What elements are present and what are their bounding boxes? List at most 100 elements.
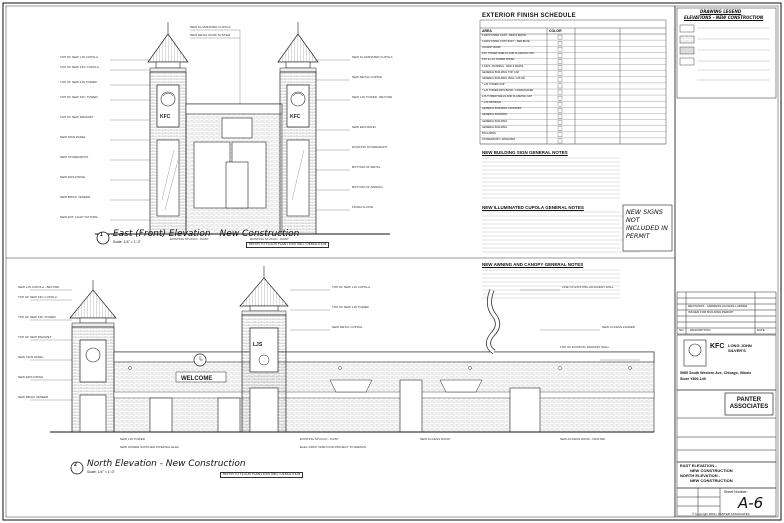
- copyright: © Copyright 2003 • PANTER ASSOCIATES: [692, 512, 750, 516]
- schedule-row: KFC TOWER SHELLS AND FLASHING CAP: [482, 52, 534, 56]
- finish-schedule-table: [479, 19, 667, 145]
- sheet-title-3: NORTH ELEVATION -: [680, 473, 721, 478]
- svg-text:NEW EIFS FINISH: NEW EIFS FINISH: [60, 175, 85, 179]
- schedule-color-swatch: [557, 53, 563, 58]
- schedule-row: BOLLARDS: [482, 131, 496, 135]
- schedule-color-swatch: [557, 77, 563, 83]
- schedule-color-swatch: [557, 83, 563, 89]
- svg-text:NEW LJS TOWER: NEW LJS TOWER: [120, 437, 146, 441]
- svg-text:TOP OF NEW LJS CUPOLA: TOP OF NEW LJS CUPOLA: [60, 55, 98, 59]
- schedule-color-swatch: [557, 114, 563, 119]
- svg-text:NEW LJS CUPOLA - BEYOND: NEW LJS CUPOLA - BEYOND: [18, 285, 60, 289]
- schedule-row: 1 EIFS FINISH COAT SOFT - RED BLUE: [482, 40, 530, 44]
- svg-text:TOP OF NEW KFC TOWER: TOP OF NEW KFC TOWER: [18, 315, 56, 319]
- svg-text:NEW SIGN PANEL: NEW SIGN PANEL: [18, 355, 44, 359]
- svg-text:NEW ACCESS DOOR - PAINTED: NEW ACCESS DOOR - PAINTED: [560, 437, 606, 441]
- rev-row-2: ISSUED FOR BUILDING PERMIT: [688, 310, 734, 314]
- svg-text:EXISTING STOREFRONT: EXISTING STOREFRONT: [352, 145, 388, 149]
- rev-header-no: NO.: [679, 328, 685, 332]
- schedule-color-swatch: [557, 89, 563, 95]
- address-line-1: 5985 South Western Ave, Chicago, Illinoi…: [680, 371, 752, 375]
- svg-text:LINE OF EXISTING ADJACENT WALL: LINE OF EXISTING ADJACENT WALL: [562, 285, 614, 289]
- svg-text:NEW BRICK VENEER: NEW BRICK VENEER: [60, 195, 91, 199]
- address-line-2: Store Y800-149: [680, 377, 706, 381]
- rev-row-1: REVISIONS - ADDRESS ACCESS LADDER: [688, 304, 748, 308]
- legend-subtitle: ELEVATIONS - NEW CONSTRUCTION: [684, 15, 764, 20]
- svg-text:NEW OWNER SUPPLIED INTERNAL EL: NEW OWNER SUPPLIED INTERNAL ELEC: [120, 445, 180, 449]
- svg-text:NEW EXT. LIGHT FIXTURE: NEW EXT. LIGHT FIXTURE: [60, 215, 97, 219]
- north-elevation: WELCOME LJS: [18, 266, 655, 475]
- svg-text:TOP OF NEW PARAPET: TOP OF NEW PARAPET: [60, 115, 94, 119]
- schedule-color-swatch: [557, 120, 563, 125]
- svg-text:TOP OF NEW PARAPET: TOP OF NEW PARAPET: [18, 335, 52, 339]
- svg-text:KFC: KFC: [160, 114, 171, 120]
- schedule-row: * LJS AWNINGS: [482, 101, 502, 105]
- schedule-row: * LJS TOWER EIFS BAND / CORRUGATED: [482, 89, 534, 92]
- svg-text:BOTTOM OF METAL: BOTTOM OF METAL: [352, 165, 381, 169]
- svg-text:EXISTING STUCCO - PAINT: EXISTING STUCCO - PAINT: [300, 437, 339, 441]
- sheet-number-label: Sheet Number:: [724, 490, 748, 494]
- schedule-row: GENERAL BUILDING: [482, 113, 508, 117]
- permit-note-stamp: NEW SIGNS NOT INCLUDED IN PERMIT: [626, 208, 668, 240]
- schedule-row: * LJS TOWER CAP: [482, 82, 505, 86]
- schedule-row: GENERAL BUILDING CANOPIES: [482, 107, 522, 111]
- svg-text:NEW STOREFRONT: NEW STOREFRONT: [60, 155, 89, 159]
- svg-text:EXISTING STUCCO - PAINT: EXISTING STUCCO - PAINT: [250, 237, 289, 241]
- schedule-color-swatch: [557, 108, 563, 113]
- svg-text:NEW ACCESS LADDER: NEW ACCESS LADDER: [602, 325, 636, 329]
- schedule-color-swatch: [557, 132, 563, 138]
- schedule-row: KFC & LJS TOWER FINISH: [482, 58, 515, 62]
- svg-text:ELEC DROP OPEN FOR PROJECT TO: ELEC DROP OPEN FOR PROJECT TO REMAIN: [300, 445, 366, 449]
- building-sign-notes-title: NEW BUILDING SIGN GENERAL NOTES: [482, 150, 568, 155]
- schedule-color-swatch: [557, 65, 563, 70]
- awning-notes-title: NEW AWNING AND CANOPY GENERAL NOTES: [482, 262, 584, 267]
- schedule-title: EXTERIOR FINISH SCHEDULE: [482, 13, 576, 19]
- schedule-color-swatch: [557, 47, 563, 52]
- schedule-row: GENERAL BUILDING: [482, 119, 508, 123]
- schedule-row: 1 EIFS - BANDING - RED & WHITE: [482, 64, 524, 68]
- schedule-color-swatch: [557, 102, 563, 107]
- schedule-row: GENERAL BUILDING: [482, 125, 508, 129]
- schedule-color-swatch: [557, 126, 563, 131]
- schedule-row: LJS TOWER WALLS AND FLASHING CAP: [482, 95, 532, 99]
- schedule-color-swatch: [557, 138, 563, 144]
- svg-text:TOP OF NEW KFC TOWER: TOP OF NEW KFC TOWER: [60, 95, 98, 99]
- sheet-title-2: NEW CONSTRUCTION: [690, 468, 733, 473]
- svg-text:BOTTOM OF AWNING: BOTTOM OF AWNING: [352, 185, 383, 189]
- schedule-color-swatch: [557, 40, 563, 46]
- svg-text:NEW EIFS FINISH: NEW EIFS FINISH: [18, 375, 43, 379]
- svg-text:TOP OF EXISTING PARAPET WALL: TOP OF EXISTING PARAPET WALL: [560, 345, 610, 349]
- sheet-title-1: EAST ELEVATION -: [680, 463, 717, 468]
- sheet-number: A-6: [738, 494, 764, 512]
- svg-text:NEW LJS TOWER - BEYOND: NEW LJS TOWER - BEYOND: [352, 95, 393, 99]
- svg-text:TOP OF NEW KFC CUPOLA: TOP OF NEW KFC CUPOLA: [18, 295, 57, 299]
- svg-text:WELCOME: WELCOME: [181, 376, 212, 382]
- schedule-color-swatch: [557, 71, 563, 76]
- svg-text:TOP OF NEW LJS TOWER: TOP OF NEW LJS TOWER: [332, 305, 370, 309]
- svg-text:NEW EIFS BAND: NEW EIFS BAND: [352, 125, 377, 129]
- svg-text:LJS: LJS: [253, 342, 263, 348]
- schedule-row: GENERAL BUILDING WALL COLOR: [482, 76, 525, 80]
- svg-text:NEW SIGN PANEL: NEW SIGN PANEL: [60, 135, 86, 139]
- svg-text:NEW METAL COPING: NEW METAL COPING: [332, 325, 363, 329]
- schedule-row: GENERAL BUILDING TOP CAP: [482, 70, 520, 74]
- schedule-color-swatch: [557, 59, 563, 64]
- rev-header-date: DATE: [757, 328, 765, 332]
- svg-text:NEW BRICK VENEER: NEW BRICK VENEER: [18, 395, 49, 399]
- brand-ljs: LONG JOHN SILVER'S: [728, 343, 752, 353]
- svg-text:NEW METAL COPING: NEW METAL COPING: [352, 75, 383, 79]
- sheet-title-4: NEW CONSTRUCTION: [690, 478, 733, 483]
- schedule-header-area: AREA: [482, 29, 492, 33]
- firm-logo: PANTER ASSOCIATES: [729, 397, 769, 411]
- cupola-notes-title: NEW ILLUMINATED CUPOLA GENERAL NOTES: [482, 205, 584, 210]
- svg-text:FINISH FLOOR: FINISH FLOOR: [352, 205, 374, 209]
- legend-title: DRAWING LEGEND: [700, 9, 742, 14]
- schedule-color-swatch: [557, 34, 563, 40]
- svg-text:NEW METAL ROOF SYSTEM: NEW METAL ROOF SYSTEM: [190, 33, 231, 37]
- svg-text:NEW ACCESS DOOR: NEW ACCESS DOOR: [420, 437, 451, 441]
- schedule-row: ACCENT BAND: [482, 46, 501, 50]
- brand-kfc: KFC: [710, 343, 725, 350]
- east-elevation: KFC KFC: [60, 22, 393, 245]
- schedule-row: 1 EIFS FINISH COAT - RED & WHITE: [482, 34, 527, 37]
